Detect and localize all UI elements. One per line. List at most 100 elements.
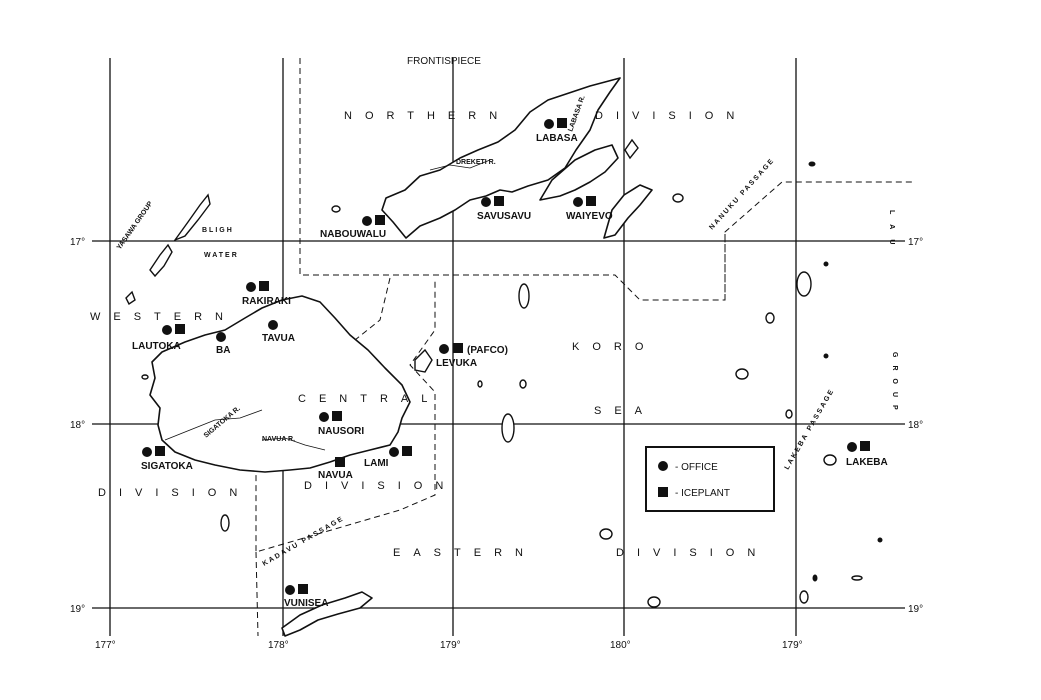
lon-label-177: 177° (95, 640, 116, 651)
island (823, 353, 829, 359)
central-boundary (255, 277, 436, 553)
office-marker (216, 332, 226, 342)
place-savusavu: SAVUSAVU (477, 196, 531, 222)
scattered-islands (141, 161, 883, 608)
navua-river-label: NAVUA R. (262, 436, 295, 443)
island (501, 413, 515, 443)
island (477, 380, 483, 388)
yasawa-island-1 (149, 243, 173, 278)
place-label: SAVUSAVU (477, 211, 531, 222)
place-waiyevo: WAIYEVO (566, 196, 613, 222)
office-marker (847, 442, 857, 452)
division-boundaries (255, 58, 915, 637)
lat-label-left-18: 18° (70, 420, 85, 431)
place-tavua: TAVUA (262, 320, 295, 344)
island (799, 590, 809, 604)
office-marker (246, 282, 256, 292)
iceplant-marker (332, 411, 342, 421)
place-label: LAKEBA (846, 457, 888, 468)
central-division-label-2: DIVISION (304, 480, 456, 492)
island (796, 271, 812, 297)
place-label: LAMI (364, 458, 389, 469)
iceplant-marker (586, 196, 596, 206)
place-label: LABASA (536, 133, 578, 144)
place-nausori: NAUSORI (318, 411, 364, 437)
office-marker (544, 119, 554, 129)
place-label: TAVUA (262, 333, 295, 344)
island (331, 205, 341, 213)
lat-label-right-18: 18° (908, 420, 923, 431)
viti-levu-island (149, 295, 411, 473)
office-marker (481, 197, 491, 207)
navua-river (261, 437, 326, 451)
legend-iceplant-label: - ICEPLANT (675, 488, 730, 499)
iceplant-marker (557, 118, 567, 128)
lat-label-left-19: 19° (70, 604, 85, 615)
iceplant-marker (375, 215, 385, 225)
place-ba: BA (216, 332, 230, 356)
island (519, 379, 527, 389)
sigatoka-river (164, 409, 263, 441)
island (647, 596, 661, 608)
iceplant-marker (155, 446, 165, 456)
place-label: LEVUKA (436, 358, 477, 369)
dreketi-river-label: DREKETI R. (456, 159, 496, 166)
place-rakiraki: RAKIRAKI (242, 281, 291, 307)
place-lautoka: LAUTOKA (132, 324, 185, 352)
island (518, 283, 530, 309)
pafco-label: (PAFCO) (467, 345, 508, 356)
island (823, 261, 829, 267)
place-nabouwalu: NABOUWALU (320, 215, 386, 240)
island (823, 454, 837, 466)
central-division-label: CENTRAL (298, 393, 440, 405)
vanua-levu-east (539, 144, 619, 201)
map-legend: - OFFICE - ICEPLANT (645, 446, 775, 512)
place-label: VUNISEA (284, 598, 328, 609)
kadavu-boundary (255, 551, 259, 637)
eastern-division-label-2: DIVISION (616, 547, 768, 559)
island (220, 514, 230, 532)
place-label: WAIYEVO (566, 211, 613, 222)
island (851, 575, 863, 581)
water-label: WATER (204, 252, 239, 259)
iceplant-marker (494, 196, 504, 206)
office-marker (439, 344, 449, 354)
place-sigatoka: SIGATOKA (141, 446, 193, 472)
place-label: NAUSORI (318, 426, 364, 437)
lon-label-179w: 179° (440, 640, 461, 651)
place-lami: LAMI (364, 446, 412, 469)
place-label: SIGATOKA (141, 461, 193, 472)
office-marker (319, 412, 329, 422)
place-levuka: (PAFCO) LEVUKA (436, 343, 508, 369)
iceplant-marker (402, 446, 412, 456)
grid-labels: 177° 178° 179° 180° 179° 17° 18° 19° 17°… (70, 237, 923, 651)
lat-label-left-17: 17° (70, 237, 85, 248)
iceplant-marker (860, 441, 870, 451)
place-label: BA (216, 345, 230, 356)
legend-iceplant-marker (658, 487, 668, 497)
lon-label-178: 178° (268, 640, 289, 651)
office-marker (389, 447, 399, 457)
kadavu-passage-label: KADAVU PASSAGE (262, 515, 346, 568)
nanuku-passage-label: NANUKU PASSAGE (708, 157, 776, 232)
iceplant-marker (175, 324, 185, 334)
place-vunisea: VUNISEA (284, 584, 328, 609)
place-label: RAKIRAKI (242, 296, 291, 307)
northern-division-label-2: DIVISION (595, 110, 747, 122)
office-marker (142, 447, 152, 457)
iceplant-marker (453, 343, 463, 353)
northern-division-label: NORTHERN (344, 110, 510, 122)
place-label: LAUTOKA (132, 341, 181, 352)
office-marker (285, 585, 295, 595)
island (812, 574, 818, 582)
bligh-label: BLIGH (202, 227, 234, 234)
place-navua: NAVUA (318, 457, 353, 481)
northern-boundary (299, 58, 915, 301)
sea-label: SEA (594, 405, 655, 417)
island (785, 409, 793, 419)
office-marker (268, 320, 278, 330)
place-label: NABOUWALU (320, 229, 386, 240)
lau-label: LAU (888, 210, 895, 254)
yasawa-island-3 (125, 290, 136, 306)
